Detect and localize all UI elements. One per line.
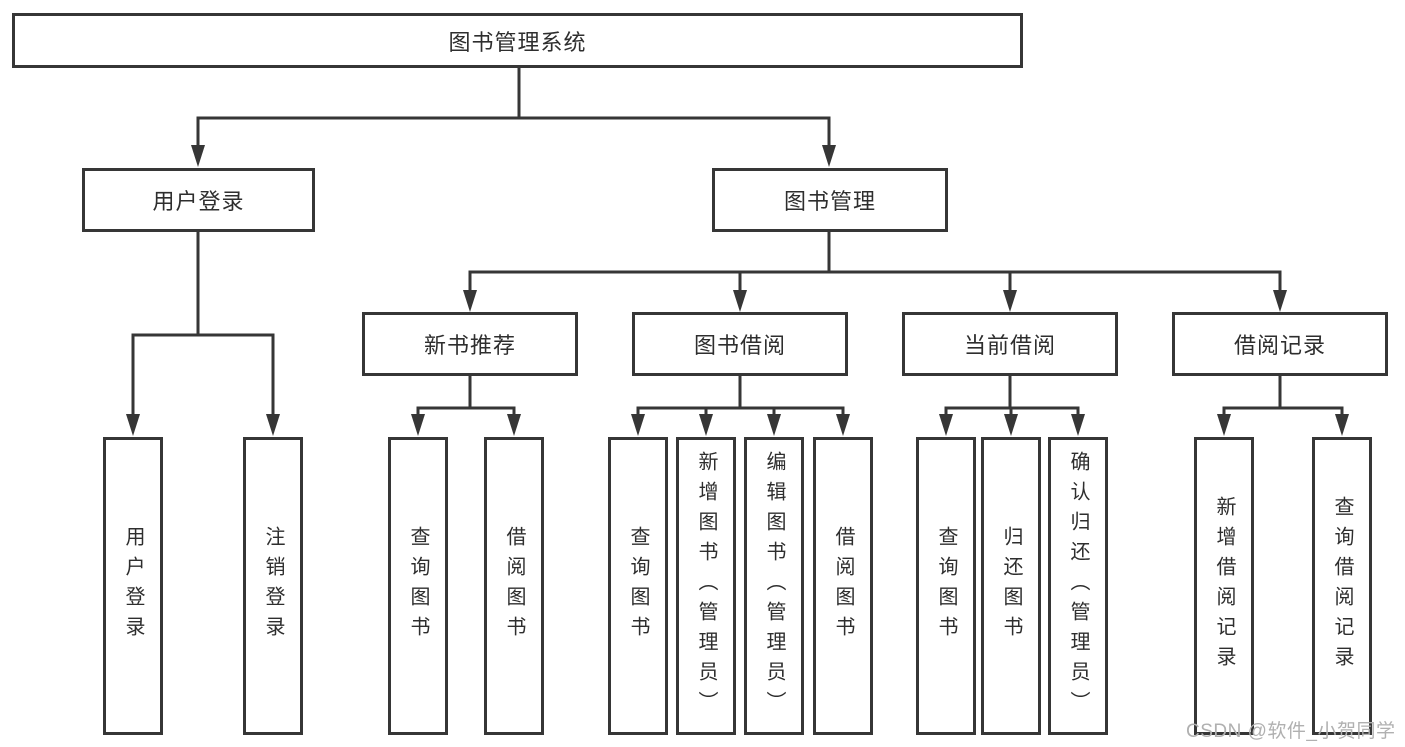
node-root: 图书管理系统	[12, 13, 1023, 68]
leaf-current-return-books: 归还图书	[981, 437, 1041, 735]
leaf-user-login: 用户登录	[103, 437, 163, 735]
csdn-watermark: CSDN @软件_小贺同学	[1186, 721, 1396, 742]
leaf-recommend-query-books: 查询图书	[388, 437, 448, 735]
leaf-recommend-borrow-books: 借阅图书	[484, 437, 544, 735]
leaf-borrowing-edit-books-admin: 编辑图书（管理员）	[744, 437, 804, 735]
leaf-current-query-books: 查询图书	[916, 437, 976, 735]
leaf-borrowing-borrow-books: 借阅图书	[813, 437, 873, 735]
node-book-management-label: 图书管理	[783, 189, 876, 214]
leaf-borrowing-query-books: 查询图书	[608, 437, 668, 735]
node-root-label: 图书管理系统	[448, 29, 587, 55]
node-book-management: 图书管理	[712, 168, 948, 232]
node-user-login: 用户登录	[82, 168, 315, 232]
node-borrowing-records: 借阅记录	[1172, 312, 1388, 376]
leaf-logout: 注销登录	[243, 437, 303, 735]
leaf-current-confirm-return-admin: 确认归还（管理员）	[1048, 437, 1108, 735]
leaf-records-query-borrow-record: 查询借阅记录	[1312, 437, 1372, 735]
node-user-login-label: 用户登录	[152, 189, 245, 214]
node-new-book-recommendation: 新书推荐	[362, 312, 578, 376]
leaf-borrowing-add-books-admin: 新增图书（管理员）	[676, 437, 736, 735]
node-current-borrowing: 当前借阅	[902, 312, 1118, 376]
leaf-records-add-borrow-record: 新增借阅记录	[1194, 437, 1254, 735]
node-book-borrowing: 图书借阅	[632, 312, 848, 376]
